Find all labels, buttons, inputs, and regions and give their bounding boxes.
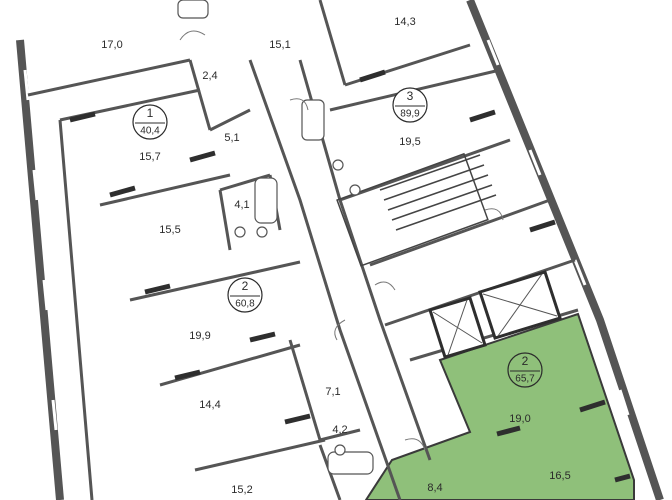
windows <box>23 39 630 431</box>
room-area: 14,4 <box>199 399 220 411</box>
apartment-number: 3 <box>407 89 414 103</box>
room-area: 15,7 <box>139 151 160 163</box>
dark-wall-marks <box>69 69 631 483</box>
room-area: 7,1 <box>325 386 340 398</box>
room-area: 17,0 <box>101 39 122 51</box>
apartment-number: 2 <box>522 354 529 368</box>
elevator-crosses <box>432 273 558 356</box>
room-area: 15,2 <box>231 484 252 496</box>
apartment-number: 1 <box>147 106 154 120</box>
stairs <box>336 152 497 267</box>
apartment-3-badge[interactable]: 3 89,9 <box>392 87 428 123</box>
room-area: 2,4 <box>202 70 217 82</box>
bathroom-fixtures <box>177 0 374 475</box>
room-area: 14,3 <box>394 16 415 28</box>
apartment-area: 89,9 <box>400 109 420 120</box>
apartment-highlight-fill[interactable] <box>364 312 635 500</box>
room-area: 19,5 <box>399 136 420 148</box>
apartment-area: 65,7 <box>515 374 535 385</box>
room-area: 15,1 <box>269 39 290 51</box>
room-area: 19,0 <box>509 413 530 425</box>
outer-walls <box>16 0 664 500</box>
apartment-number: 2 <box>242 279 249 293</box>
room-area: 4,1 <box>234 199 249 211</box>
room-area: 8,4 <box>427 482 442 494</box>
room-area: 19,9 <box>189 330 210 342</box>
room-area: 16,5 <box>549 470 570 482</box>
apartment-area: 60,8 <box>235 299 255 310</box>
door-swings <box>179 30 504 451</box>
apartment-2-highlighted-badge[interactable]: 2 65,7 <box>507 352 543 388</box>
interior-walls <box>27 0 579 500</box>
room-labels: 17,0 15,1 14,3 2,4 5,1 15,7 19,5 4,1 15,… <box>101 16 570 496</box>
apartment-1-badge[interactable]: 1 40,4 <box>132 104 168 140</box>
apartment-area: 40,4 <box>140 126 160 137</box>
room-area: 4,2 <box>332 424 347 436</box>
room-area: 5,1 <box>224 132 239 144</box>
room-area: 15,5 <box>159 224 180 236</box>
apartment-2-badge[interactable]: 2 60,8 <box>227 277 263 313</box>
